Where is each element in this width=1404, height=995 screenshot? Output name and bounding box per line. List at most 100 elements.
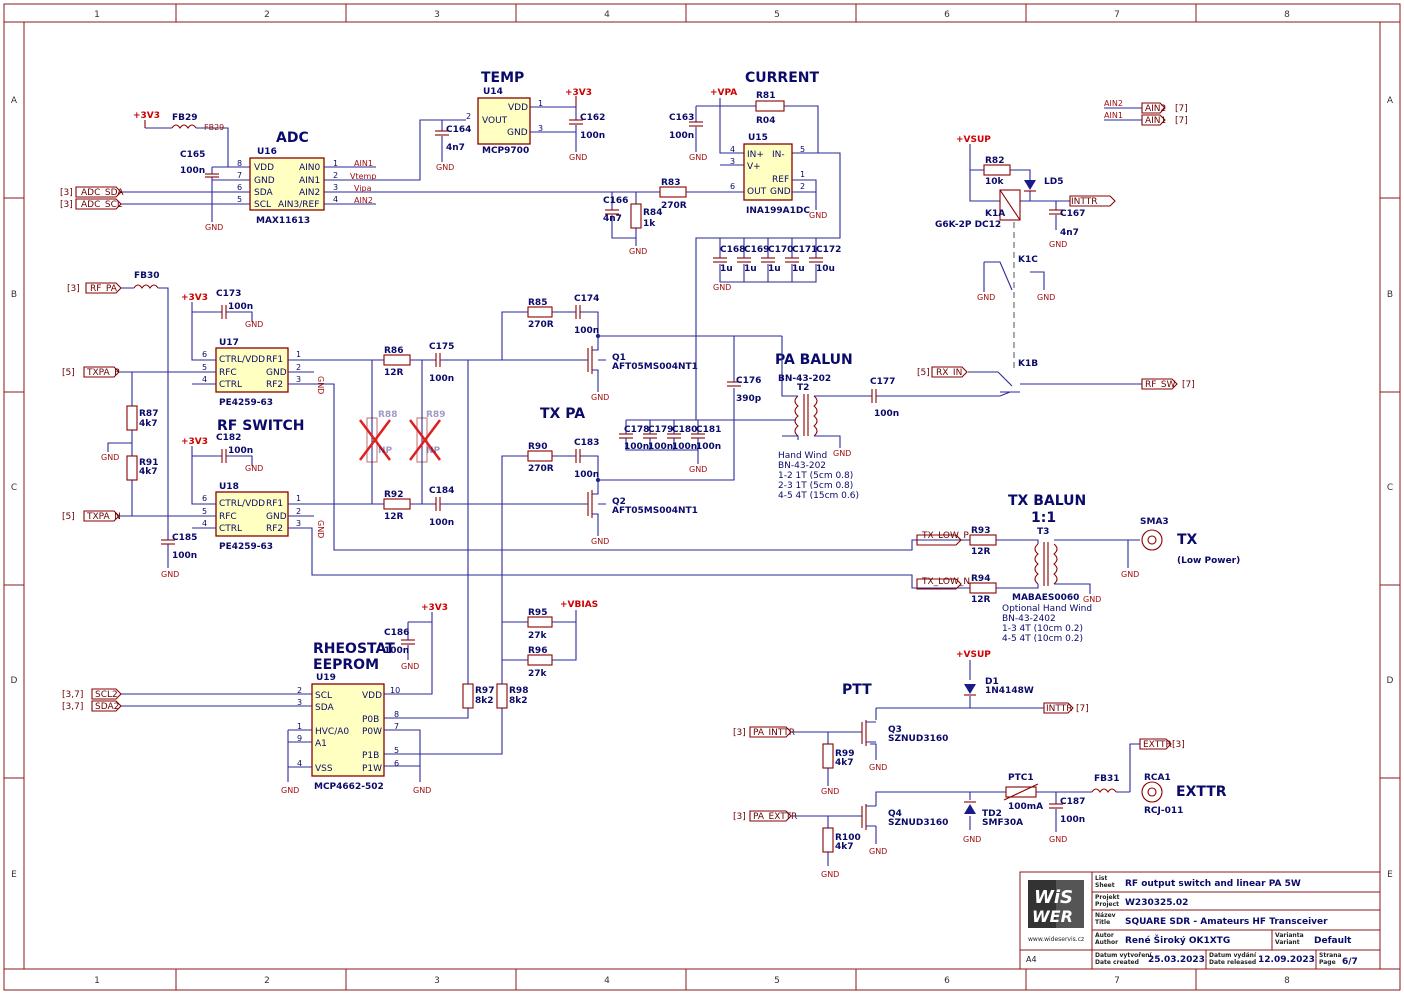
- label-pa-exttr: PA_EXTTR: [753, 812, 797, 822]
- adc-block: +3V3 FB29 FB29 C165 100n GND U16 MAX1161…: [60, 111, 652, 232]
- u18-num-4: 4: [202, 519, 207, 528]
- u15-pin-inn: IN-: [772, 150, 785, 160]
- r85-value: 270R: [528, 320, 554, 330]
- ref-scl2: [3,7]: [62, 690, 83, 700]
- ref-rf-pa: [3]: [67, 284, 80, 294]
- u16-pin-ain1: AIN1: [299, 176, 320, 186]
- u14-pin-gnd: GND: [507, 128, 528, 138]
- gnd-t3: GND: [1083, 595, 1101, 604]
- pwr-3v3-temp: +3V3: [565, 88, 592, 98]
- u17-num-5: 5: [202, 363, 207, 372]
- ref-rf-sw: [7]: [1182, 380, 1195, 390]
- gnd-c182: GND: [245, 464, 263, 473]
- u14-value: MCP9700: [482, 146, 529, 156]
- u18-pin-ctrlvdd: CTRL/VDD: [219, 499, 265, 509]
- u15-num-3: 3: [730, 157, 735, 166]
- q1-ref: Q1: [612, 353, 626, 363]
- c168-value: 1u: [720, 264, 733, 274]
- u18-num-5: 5: [202, 507, 207, 516]
- tb-name-l2: Title: [1095, 919, 1110, 926]
- u19-num-10: 10: [390, 686, 400, 695]
- c173-value: 100n: [228, 302, 253, 312]
- u16-body: [249, 157, 325, 211]
- k1c-ref: K1C: [1018, 255, 1038, 265]
- r90-ref: R90: [528, 442, 547, 452]
- u16-pin-sda: SDA: [254, 188, 273, 198]
- pwr-3v3-u17: +3V3: [181, 293, 208, 303]
- r82-value: 10k: [985, 177, 1005, 187]
- tx-balun-block: TX_LOW_P TX_LOW_N R93 12R R94 12R T3 MAB…: [916, 517, 1169, 644]
- label-txpa-p: TXPA_P: [86, 368, 120, 378]
- u17-pin-gnd: GND: [266, 368, 287, 378]
- u14-pin-vdd: VDD: [508, 103, 528, 113]
- gnd-q2: GND: [591, 537, 609, 546]
- r95-ref: R95: [528, 608, 547, 618]
- title-rheostat: RHEOSTAT: [313, 641, 395, 657]
- gnd-c187: GND: [1049, 835, 1067, 844]
- gnd-u15: GND: [809, 211, 827, 220]
- t3-note-4: 4-5 4T (10cm 0.2): [1002, 634, 1083, 644]
- t2-note-4: 2-3 1T (5cm 0.8): [778, 481, 853, 491]
- r93-value: 12R: [971, 547, 991, 557]
- temp-block: U14 MCP9700 VDD VOUT GND 1 2 3 C164 4n7 …: [435, 87, 605, 172]
- col-6-top: 6: [944, 10, 950, 20]
- c173-ref: C173: [216, 289, 241, 299]
- c165-ref: C165: [180, 150, 205, 160]
- tb-dr-l1: Datum vydání: [1209, 952, 1257, 959]
- relay-block: +VSUP R82 10k LD5 K1A G6K-2P DC12 C167 4…: [935, 135, 1142, 393]
- ref-ain2: [7]: [1175, 104, 1188, 114]
- u18-pin-rf1: RF1: [266, 499, 283, 509]
- label-sda2: SDA2: [95, 702, 119, 712]
- label-adc-scl: ADC_SCL: [81, 200, 122, 210]
- ref-rx-in: [5]: [917, 368, 930, 378]
- u19-pin-a1: A1: [315, 739, 327, 749]
- label-inttr-relay: INTTR: [1071, 197, 1097, 207]
- r90-value: 270R: [528, 464, 554, 474]
- row-c-right: C: [1387, 483, 1393, 493]
- col-7-bottom: 7: [1114, 976, 1120, 986]
- c187-value: 100n: [1060, 815, 1085, 825]
- r84-value: 1k: [643, 219, 656, 229]
- r81-value: R04: [756, 116, 775, 126]
- r91-value: 4k7: [139, 467, 158, 477]
- c186-ref: C186: [384, 628, 409, 638]
- sma3-ref: SMA3: [1140, 517, 1169, 527]
- u19-num-8: 8: [394, 710, 399, 719]
- ref-pa-exttr: [3]: [733, 812, 746, 822]
- r88-ref: R88: [378, 410, 397, 420]
- net-vtemp: Vtemp: [350, 172, 376, 181]
- q1-mosfet: [582, 334, 606, 392]
- c169-value: 1u: [744, 264, 757, 274]
- u16-pin-ain2: AIN2: [299, 188, 320, 198]
- tb-var-l2: Variant: [1275, 939, 1300, 946]
- label-ain1: AIN1: [1145, 116, 1166, 126]
- tb-dr-value: 12.09.2023: [1258, 955, 1315, 965]
- u19-num-1: 1: [297, 722, 302, 731]
- r86-value: 12R: [384, 368, 404, 378]
- r91-ref: R91: [139, 458, 158, 468]
- r83-value: 270R: [661, 201, 687, 211]
- u18-ref: U18: [219, 482, 239, 492]
- u17-num-6: 6: [202, 350, 207, 359]
- gnd-adc: GND: [205, 223, 223, 232]
- u19-num-2: 2: [297, 686, 302, 695]
- t3-note-1: Optional Hand Wind: [1002, 604, 1092, 614]
- gnd-c178: GND: [689, 465, 707, 474]
- u15-pin-gnd: GND: [770, 187, 791, 197]
- pwr-vbias: +VBIAS: [560, 600, 598, 610]
- gnd-k1c-1: GND: [977, 293, 995, 302]
- r89-np: NP: [426, 446, 441, 456]
- title-temp: TEMP: [481, 70, 524, 86]
- u16-pin-scl: SCL: [254, 200, 271, 210]
- td2-value: SMF30A: [982, 818, 1023, 828]
- r100-value: 4k7: [835, 842, 854, 852]
- label-exttr: EXTTR: [1143, 740, 1172, 750]
- col-3-top: 3: [434, 10, 440, 20]
- title-block: WiS WER www.wideservis.cz A4 List Sheet …: [1019, 871, 1381, 970]
- u18-num-3: 3: [296, 519, 301, 528]
- r81-ref: R81: [756, 91, 775, 101]
- rca1-ref: RCA1: [1144, 773, 1171, 783]
- c183-ref: C183: [574, 438, 599, 448]
- row-a-right: A: [1387, 96, 1394, 106]
- ref-txpa-n: [5]: [62, 512, 75, 522]
